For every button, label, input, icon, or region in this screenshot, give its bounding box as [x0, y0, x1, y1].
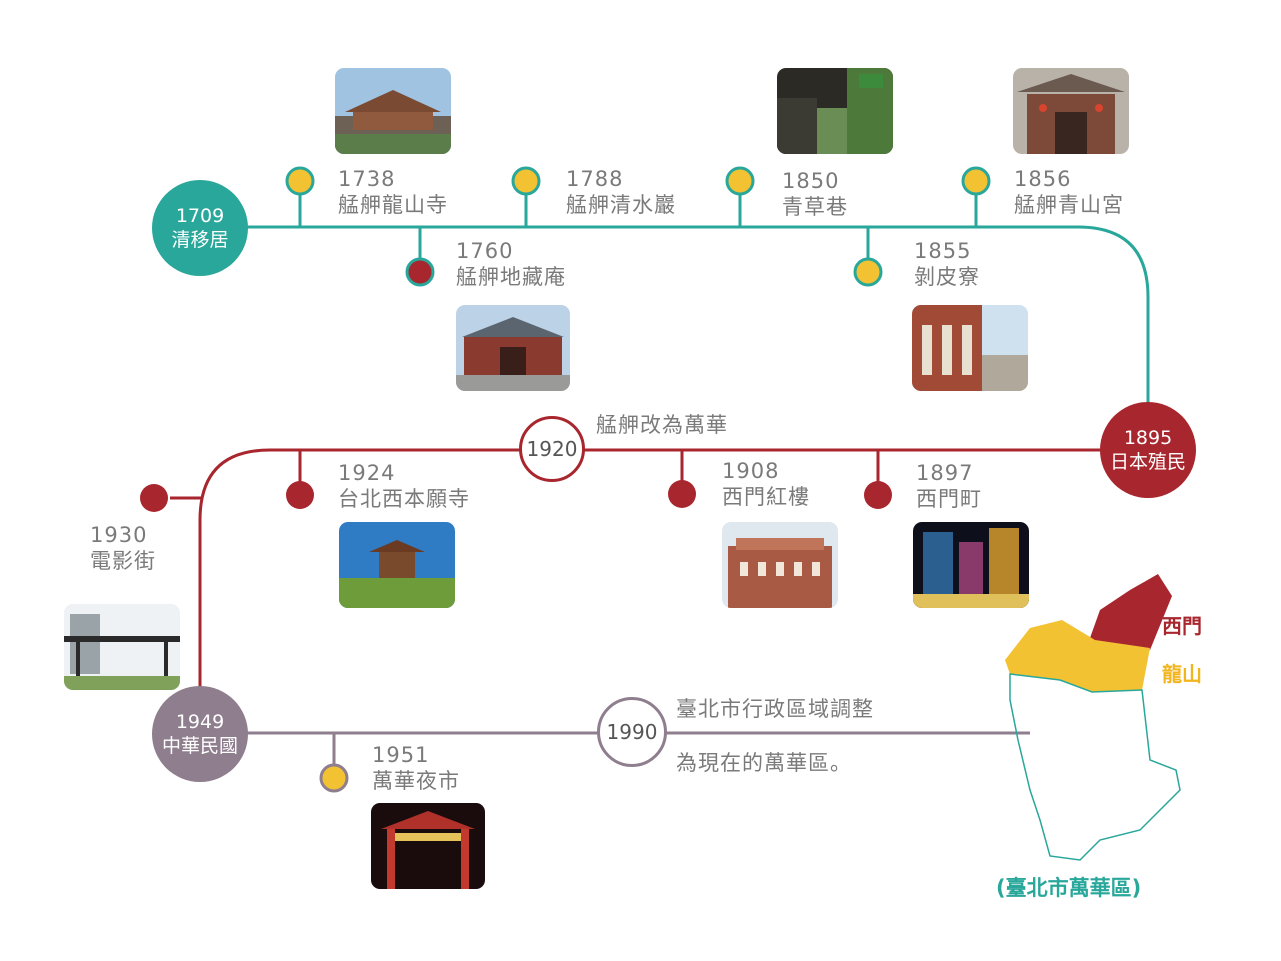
photo-herb-alley: [777, 68, 893, 154]
event-dot-1850: [725, 166, 755, 196]
event-year: 1908: [722, 459, 780, 483]
event-text: 艋舺龍山寺: [338, 193, 448, 217]
event-year: 1855: [914, 239, 972, 263]
event-year: 1788: [566, 167, 624, 191]
region-longshan-shape: [1005, 620, 1150, 692]
event-1908-label: 1908 西門紅樓: [722, 458, 810, 510]
era-qing-circle: 1709 清移居: [152, 180, 248, 276]
event-year: 1930: [90, 523, 148, 547]
era-japan-name: 日本殖民: [1109, 451, 1186, 473]
era-roc-year: 1949: [175, 711, 225, 733]
event-year: 1856: [1014, 167, 1072, 191]
event-1897-label: 1897 西門町: [916, 460, 982, 512]
event-1951-label: 1951 萬華夜市: [372, 742, 460, 794]
event-text: 萬華夜市: [372, 769, 460, 793]
event-1760-label: 1760 艋舺地藏庵: [456, 238, 566, 290]
event-text: 艋舺青山宮: [1014, 193, 1124, 217]
event-text: 青草巷: [782, 195, 848, 219]
event-dot-1788: [511, 166, 541, 196]
event-dot-1856: [961, 166, 991, 196]
map-label-longshan: 龍山: [1162, 662, 1202, 686]
note-adjust-line1: 臺北市行政區域調整: [676, 697, 874, 721]
photo-qingshan-temple: [1013, 68, 1129, 154]
event-year: 1951: [372, 743, 430, 767]
photo-dizang-temple: [456, 305, 570, 391]
event-text: 西門町: [916, 487, 982, 511]
wanhua-district-map: [1005, 574, 1181, 861]
event-year: 1760: [456, 239, 514, 263]
region-ximen-shape: [1090, 574, 1172, 652]
event-text: 剝皮寮: [914, 265, 980, 289]
photo-nishi-honganji: [339, 522, 455, 608]
event-1850-label: 1850 青草巷: [782, 168, 848, 220]
event-1788-label: 1788 艋舺清水巖: [566, 166, 676, 218]
district-outline: [1009, 673, 1181, 861]
event-year: 1924: [338, 461, 396, 485]
event-dot-1930: [140, 484, 168, 512]
era-roc-name: 中華民國: [161, 735, 238, 757]
era-roc-circle: 1949 中華民國: [152, 686, 248, 782]
event-1738-label: 1738 艋舺龍山寺: [338, 166, 448, 218]
event-dot-1738: [285, 166, 315, 196]
event-year: 1738: [338, 167, 396, 191]
year-circle-1920: 1920: [519, 416, 585, 482]
era-japan-year: 1895: [1123, 427, 1173, 449]
event-dot-1760: [405, 257, 435, 287]
note-adjust-line2: 為現在的萬華區。: [676, 751, 852, 775]
photo-cinema-street: [64, 604, 180, 690]
event-year: 1850: [782, 169, 840, 193]
event-text: 電影街: [90, 549, 156, 573]
event-dot-1924: [286, 481, 314, 509]
note-rename: 艋舺改為萬華: [596, 413, 728, 437]
photo-bopiliao: [912, 305, 1028, 391]
map-caption: (臺北市萬華區): [996, 876, 1142, 900]
event-text: 艋舺地藏庵: [456, 265, 566, 289]
japan-timeline-line: [198, 448, 1148, 690]
event-dot-1951: [319, 763, 349, 793]
event-dot-1897: [864, 481, 892, 509]
photo-ximending: [913, 522, 1029, 608]
event-text: 西門紅樓: [722, 485, 810, 509]
event-1856-label: 1856 艋舺青山宮: [1014, 166, 1124, 218]
event-year: 1897: [916, 461, 974, 485]
photo-red-house: [722, 522, 838, 608]
event-1930-label: 1930 電影街: [90, 522, 156, 574]
photo-night-market: [371, 803, 485, 889]
map-label-ximen: 西門: [1162, 614, 1202, 638]
event-text: 艋舺清水巖: [566, 193, 676, 217]
event-1924-label: 1924 台北西本願寺: [338, 460, 470, 512]
photo-longshan-temple: [335, 68, 451, 154]
year-circle-1990: 1990: [597, 697, 667, 767]
era-qing-year: 1709: [175, 205, 225, 227]
event-dot-1908: [668, 480, 696, 508]
qing-timeline-line: [200, 225, 1150, 420]
era-qing-name: 清移居: [171, 229, 229, 251]
event-1855-label: 1855 剝皮寮: [914, 238, 980, 290]
event-text: 台北西本願寺: [338, 487, 470, 511]
event-dot-1855: [853, 257, 883, 287]
era-japan-circle: 1895 日本殖民: [1100, 402, 1196, 498]
